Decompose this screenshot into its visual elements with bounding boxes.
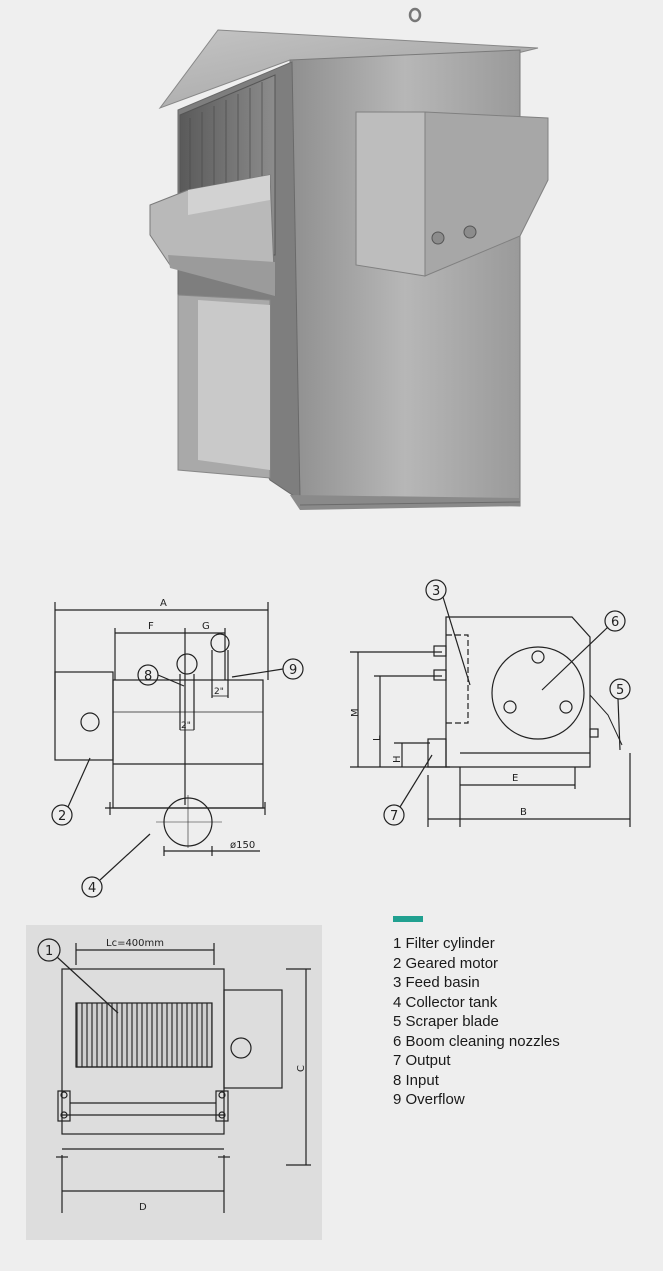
callout-8: 8 xyxy=(144,669,152,684)
top-view-drawing: Lc=400mm C D 1 xyxy=(26,925,322,1240)
dim-f: F xyxy=(148,621,154,632)
legend-item: 6 Boom cleaning nozzles xyxy=(393,1032,560,1050)
dim-e: E xyxy=(512,773,518,784)
callout-9: 9 xyxy=(289,663,297,678)
dim-a: A xyxy=(160,598,167,609)
product-photo xyxy=(0,0,663,540)
dim-d: D xyxy=(139,1202,147,1213)
callout-4: 4 xyxy=(88,881,96,896)
callout-3: 3 xyxy=(432,584,440,599)
callout-7: 7 xyxy=(390,809,398,824)
side-view-drawing: M L H E B 3 6 5 7 xyxy=(350,579,631,827)
front-view-drawing: A F G 2" 2" ø150 8 9 2 4 xyxy=(51,598,304,898)
legend-item: 2 Geared motor xyxy=(393,954,499,972)
legend-item: 1 Filter cylinder xyxy=(393,935,495,952)
legend-list: 1 Filter cylinder 2 Geared motor 3 Feed … xyxy=(393,934,643,1110)
dim-h: H xyxy=(392,755,403,763)
dim-pipe-9: 2" xyxy=(214,687,224,697)
legend-item: 3 Feed basin xyxy=(393,974,480,991)
legend-item: 7 Output xyxy=(393,1052,451,1069)
dim-m: M xyxy=(350,708,361,717)
dim-diameter: ø150 xyxy=(230,840,255,851)
legend-item: 9 Overflow xyxy=(393,1091,465,1108)
legend-item: 4 Collector tank xyxy=(393,993,498,1011)
dim-c: C xyxy=(296,1065,307,1072)
dim-b: B xyxy=(520,807,527,818)
callout-6: 6 xyxy=(611,615,619,630)
dim-g: G xyxy=(202,621,210,632)
dim-lc: Lc=400mm xyxy=(106,938,164,949)
dim-pipe-8: 2" xyxy=(181,721,191,731)
callout-2: 2 xyxy=(58,809,66,824)
callout-5: 5 xyxy=(616,683,624,698)
callout-1: 1 xyxy=(45,944,53,959)
component-legend: 1 Filter cylinder 2 Geared motor 3 Feed … xyxy=(393,916,643,1110)
legend-item: 8 Input xyxy=(393,1071,439,1089)
legend-item: 5 Scraper blade xyxy=(393,1013,499,1030)
dim-l: L xyxy=(372,735,383,741)
legend-accent-bar xyxy=(393,916,423,922)
